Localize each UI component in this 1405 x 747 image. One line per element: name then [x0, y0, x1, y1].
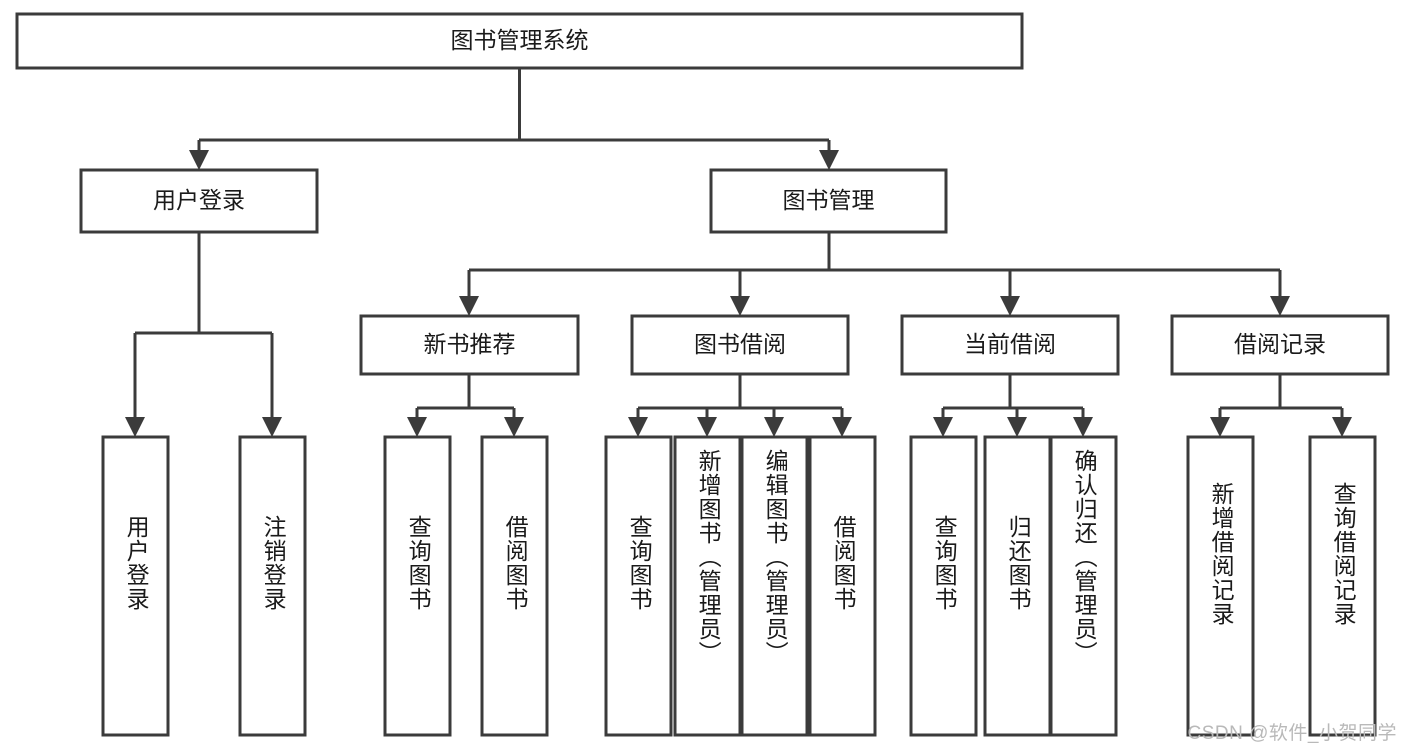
node-leaf-add-record[interactable]	[1186, 435, 1255, 737]
arrow-icon-book-manage	[819, 150, 839, 170]
arrow-icon-leaf-return-book	[1007, 417, 1027, 437]
arrow-icon-leaf-query-record	[1332, 417, 1352, 437]
node-book-manage-label: 图书管理	[783, 187, 875, 213]
arrow-icon-leaf-add-book	[697, 417, 717, 437]
node-book-borrow[interactable]	[630, 314, 850, 376]
node-layer: 图书管理系统 用户登录 图书管理 新书推荐 图书借阅 当前借阅 借阅记录	[15, 12, 1390, 737]
node-leaf-query-book-rec[interactable]	[383, 435, 452, 737]
arrow-icon-book-borrow	[730, 296, 750, 316]
arrow-icon-borrow-record	[1270, 296, 1290, 316]
node-new-book-rec[interactable]	[359, 314, 580, 376]
node-leaf-confirm-return[interactable]	[1049, 435, 1118, 737]
node-borrow-record-label: 借阅记录	[1234, 331, 1326, 357]
node-leaf-user-login[interactable]	[101, 435, 170, 737]
node-user-login-label: 用户登录	[153, 187, 245, 213]
arrow-icon-leaf-edit-book	[764, 417, 784, 437]
node-leaf-borrow-book[interactable]	[808, 435, 877, 737]
node-leaf-query-record[interactable]	[1308, 435, 1377, 737]
arrow-icon-new-book-rec	[459, 296, 479, 316]
node-user-login[interactable]	[79, 168, 319, 234]
arrow-icon-leaf-query-book-borrow	[628, 417, 648, 437]
node-current-borrow-label: 当前借阅	[964, 331, 1056, 357]
watermark-text: CSDN @软件_小贺同学	[1187, 723, 1397, 744]
arrow-icon-leaf-user-login	[125, 417, 145, 437]
arrow-icon-current-borrow	[1000, 296, 1020, 316]
node-leaf-borrow-book-rec[interactable]	[480, 435, 549, 737]
node-leaf-return-book[interactable]	[983, 435, 1052, 737]
arrow-icon-leaf-query-book-current	[933, 417, 953, 437]
node-new-book-rec-label: 新书推荐	[424, 331, 516, 357]
node-leaf-query-book-current[interactable]	[909, 435, 978, 737]
arrow-icon-user-login	[189, 150, 209, 170]
node-borrow-record[interactable]	[1170, 314, 1390, 376]
arrow-icon-leaf-borrow-book	[832, 417, 852, 437]
node-leaf-logout[interactable]	[238, 435, 307, 737]
arrow-icon-leaf-confirm-return	[1073, 417, 1093, 437]
node-leaf-edit-book[interactable]	[740, 435, 809, 737]
node-current-borrow[interactable]	[900, 314, 1120, 376]
arrow-icon-leaf-query-book-rec	[407, 417, 427, 437]
node-book-manage[interactable]	[709, 168, 948, 234]
node-leaf-add-book[interactable]	[673, 435, 742, 737]
node-root[interactable]	[15, 12, 1024, 70]
node-root-label: 图书管理系统	[451, 27, 589, 53]
node-leaf-query-book-borrow[interactable]	[604, 435, 673, 737]
arrow-icon-leaf-logout	[262, 417, 282, 437]
arrowhead-layer	[125, 150, 1352, 437]
arrow-icon-leaf-add-record	[1210, 417, 1230, 437]
arrow-icon-leaf-borrow-book-rec	[504, 417, 524, 437]
node-book-borrow-label: 图书借阅	[694, 331, 786, 357]
